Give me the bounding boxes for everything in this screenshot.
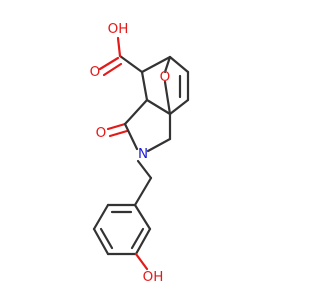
- bond-c6-c3a: [145, 98, 172, 116]
- molecule-structure: OH O O O N OH: [90, 21, 190, 285]
- bond-ar-inner-3: [130, 227, 145, 250]
- bond-phenol-o: [134, 252, 149, 271]
- bond-c6-co: [123, 98, 149, 126]
- bond-c3-c3a: [168, 98, 190, 116]
- bond-n-benzyl: [136, 159, 153, 180]
- bond-co-o: [106, 122, 127, 131]
- bond-ar-4: [92, 227, 110, 256]
- bridge-o-label: O: [160, 69, 171, 85]
- bond-n-ch2: [146, 137, 172, 153]
- bond-cooh-double-o-2: [102, 62, 123, 77]
- bond-cooh-oh: [116, 36, 122, 58]
- bond-obridge-c3a: [163, 80, 172, 116]
- bond-c7-c1: [140, 55, 172, 74]
- bond-ar-2: [134, 227, 152, 256]
- bond-c7-c6: [140, 70, 149, 102]
- bond-c1-c2: [168, 55, 190, 74]
- bond-co-n: [123, 122, 139, 151]
- acid-oh-label: OH: [108, 21, 129, 37]
- bond-ar-inner-2: [99, 227, 114, 250]
- phenol-oh-label: OH: [143, 269, 164, 285]
- bond-benzyl-ar: [133, 176, 153, 207]
- bond-cooh-double-o: [98, 56, 120, 71]
- nitrogen-label: N: [138, 146, 148, 162]
- skeletal-bonds: [92, 36, 190, 271]
- structure-canvas: OH O O O N OH: [89, 21, 190, 285]
- bond-co-o-2: [108, 129, 129, 138]
- ketone-o-label: O: [96, 125, 107, 141]
- bond-ar-1: [133, 203, 152, 231]
- bond-cooh-c: [118, 54, 144, 74]
- bond-c1-obridge: [163, 55, 172, 74]
- acid-o-label: O: [90, 64, 101, 80]
- atom-labels: OH O O O N OH: [90, 21, 171, 285]
- bond-ar-5: [92, 203, 110, 231]
